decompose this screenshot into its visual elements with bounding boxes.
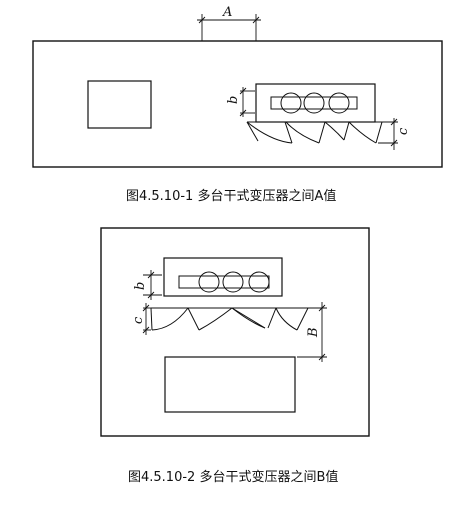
figure-caption-2: 图4.5.10-2 多台干式变压器之间B值 <box>128 470 339 485</box>
dim-label-c-2: c <box>131 316 146 324</box>
dim-label-A: A <box>222 5 232 20</box>
transformer-box-lower <box>164 356 296 413</box>
bushing-circle <box>280 92 302 114</box>
figure-caption-1: 图4.5.10-1 多台干式变压器之间A值 <box>126 189 337 204</box>
dim-label-c-1: c <box>396 127 411 135</box>
dimension-b-1 <box>239 87 255 117</box>
dim-label-B: B <box>306 327 321 338</box>
dim-label-b-2: b <box>133 282 148 290</box>
door-swings-2 <box>150 307 309 331</box>
bushing-circle <box>198 271 220 293</box>
bushing-circle <box>303 92 325 114</box>
bushing-circle <box>248 271 270 293</box>
bushing-circle <box>222 271 244 293</box>
bushing-circle <box>328 92 350 114</box>
dimension-B <box>297 302 327 362</box>
transformer-body-upper <box>163 257 283 297</box>
dimension-c-2 <box>142 303 151 335</box>
transformer-box-left <box>87 80 152 129</box>
dimension-A <box>197 14 261 41</box>
dimension-b-2 <box>143 270 162 300</box>
room-outline-1 <box>32 40 443 168</box>
figure-1: A b c <box>32 5 443 168</box>
door-swings-1 <box>246 121 383 144</box>
room-outline-2 <box>100 227 370 437</box>
dimension-c-1 <box>378 118 398 150</box>
dim-label-b-1: b <box>226 96 241 104</box>
figure-2: b c B <box>100 227 370 437</box>
bushing-bar-1 <box>270 96 358 110</box>
